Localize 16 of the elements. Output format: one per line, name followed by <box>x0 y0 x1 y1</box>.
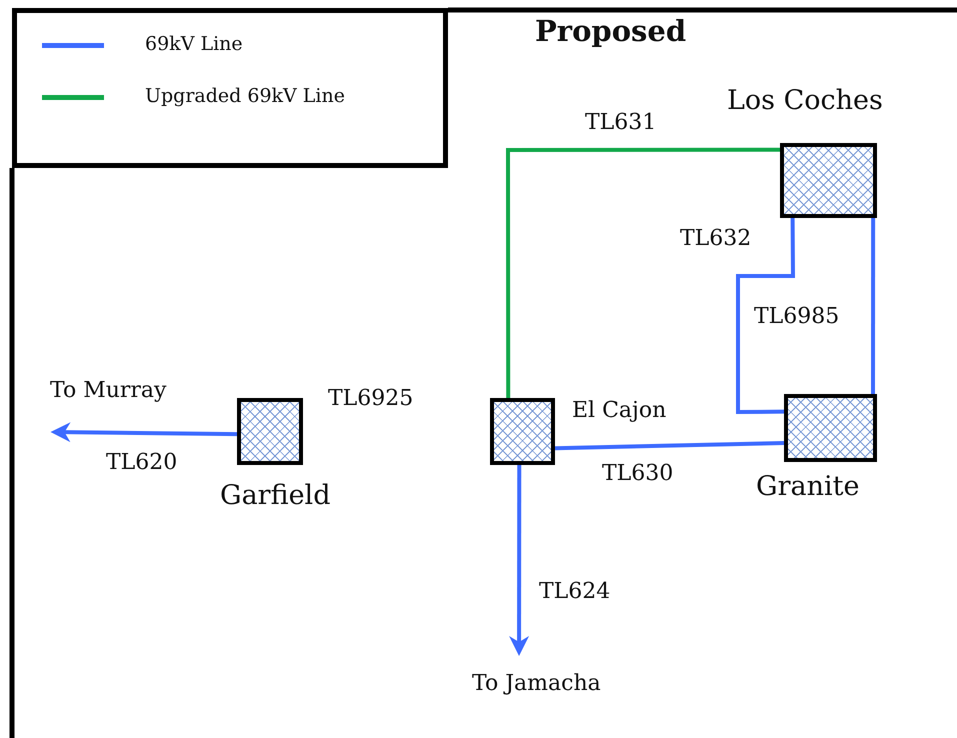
substation-name: El Cajon <box>572 398 666 424</box>
diagram-title: Proposed <box>535 14 686 48</box>
legend-text: 69kV Line <box>145 33 243 55</box>
legend-text: Upgraded 69kV Line <box>145 85 345 107</box>
destination-label: To Jamacha <box>472 671 601 696</box>
substation-name: Los Coches <box>727 85 883 116</box>
power-line <box>871 218 876 394</box>
line-label: TL6925 <box>328 386 414 411</box>
power-line <box>554 440 784 450</box>
power-line <box>506 148 780 398</box>
power-line-arrow <box>509 465 530 656</box>
substation-name: Garfield <box>220 480 330 512</box>
power-line-arrow <box>50 422 238 442</box>
power-line <box>736 218 796 414</box>
destination-label: To Murray <box>50 378 166 404</box>
substation-name: Granite <box>756 471 860 502</box>
